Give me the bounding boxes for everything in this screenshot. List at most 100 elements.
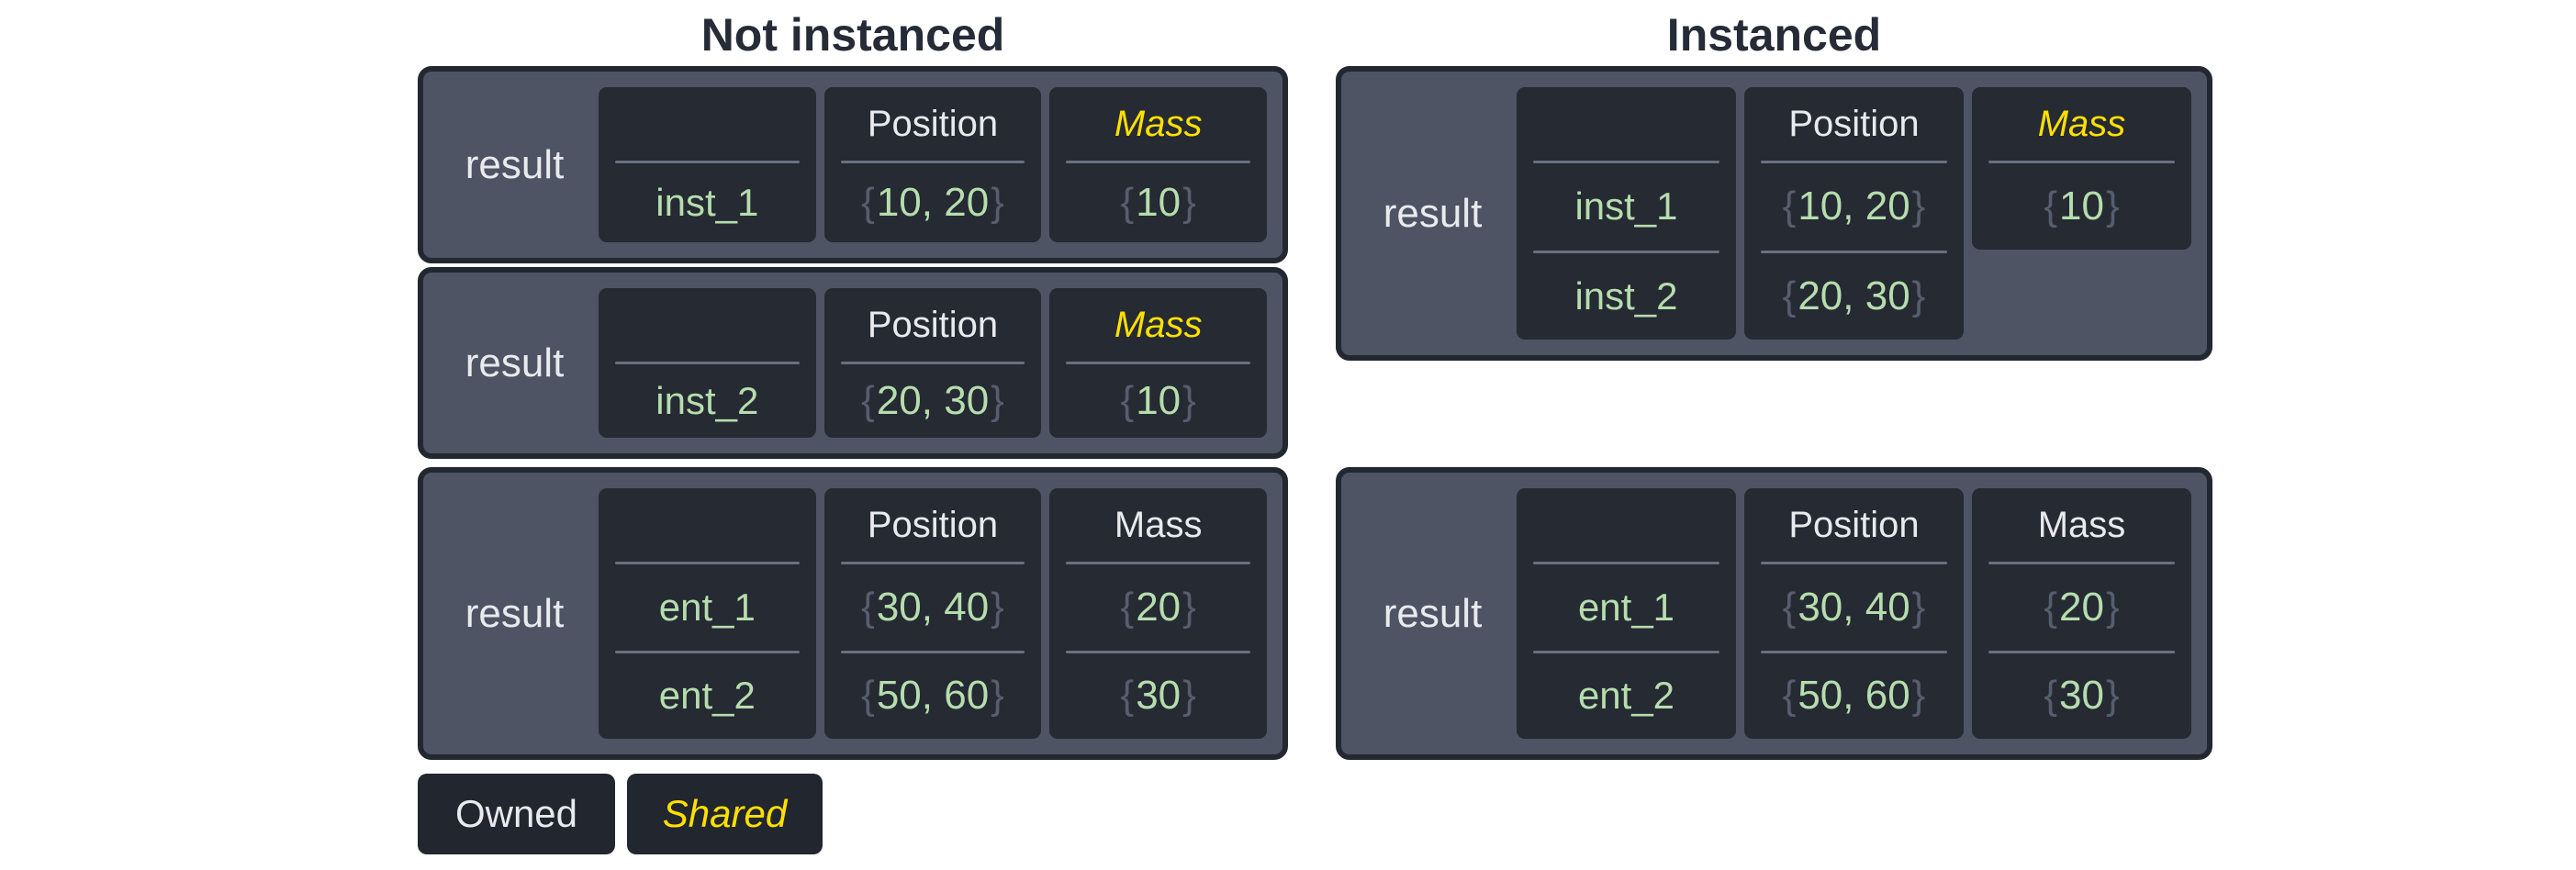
mass-column-header: Mass bbox=[1114, 103, 1203, 144]
value-numbers: 20, 30 bbox=[876, 378, 990, 423]
open-brace: { bbox=[861, 673, 875, 719]
result-label: result bbox=[1383, 590, 1483, 636]
position-value: {50, 60} bbox=[824, 653, 1042, 740]
table-not-instanced-inst2: result inst_2 Position {20, 30} Mass {10… bbox=[418, 267, 1288, 459]
value-numbers: 10, 20 bbox=[876, 180, 990, 225]
divider bbox=[1533, 650, 1719, 653]
entity-column-header bbox=[599, 87, 816, 161]
divider bbox=[1066, 562, 1251, 564]
close-brace: } bbox=[1911, 273, 1926, 318]
close-brace: } bbox=[991, 378, 1004, 423]
position-column: Position {30, 40} {50, 60} bbox=[1744, 488, 1964, 739]
title-instanced: Instanced bbox=[1666, 9, 1882, 61]
divider bbox=[1761, 562, 1947, 564]
position-value: {30, 40} bbox=[824, 564, 1042, 651]
value-numbers: 10 bbox=[1136, 180, 1182, 225]
entity-name: inst_2 bbox=[1574, 273, 1678, 318]
table-not-instanced-inst1: result inst_1 Position {10, 20} Mass {10… bbox=[418, 66, 1288, 263]
mass-column: Mass {20} {30} bbox=[1049, 488, 1268, 740]
entity-name: inst_1 bbox=[1574, 184, 1678, 229]
legend-shared: Shared bbox=[627, 774, 823, 854]
open-brace: { bbox=[2044, 584, 2058, 630]
mass-column: Mass {20} {30} bbox=[1972, 488, 2191, 739]
close-brace: } bbox=[2105, 673, 2120, 719]
legend: Owned Shared bbox=[418, 774, 823, 854]
mass-column-shared: Mass {10} bbox=[1972, 87, 2191, 250]
close-brace: } bbox=[1182, 673, 1196, 719]
close-brace: } bbox=[2105, 184, 2120, 229]
entity-column: ent_1 ent_2 bbox=[599, 488, 816, 739]
open-brace: { bbox=[1120, 378, 1135, 423]
value-numbers: 10 bbox=[1136, 378, 1182, 423]
position-column-header: Position bbox=[867, 103, 999, 144]
divider bbox=[840, 650, 1025, 653]
close-brace: } bbox=[991, 584, 1004, 630]
value-numbers: 10 bbox=[2059, 184, 2104, 229]
entity-name: inst_2 bbox=[655, 379, 759, 422]
legend-owned: Owned bbox=[418, 774, 615, 854]
mass-column-header: Mass bbox=[1114, 304, 1203, 345]
value-numbers: 20 bbox=[2059, 584, 2104, 630]
position-value: {10, 20} bbox=[824, 163, 1042, 242]
divider bbox=[1066, 650, 1251, 653]
mass-value: {20} bbox=[1049, 564, 1267, 651]
open-brace: { bbox=[2044, 184, 2058, 229]
close-brace: } bbox=[1182, 378, 1196, 423]
value-numbers: 10, 20 bbox=[1798, 184, 1910, 229]
open-brace: { bbox=[861, 180, 875, 225]
open-brace: { bbox=[1782, 673, 1797, 719]
entity-column: inst_1 inst_2 bbox=[1517, 87, 1736, 340]
position-value: {30, 40} bbox=[1744, 564, 1964, 651]
divider bbox=[1066, 161, 1251, 163]
divider bbox=[1533, 250, 1719, 253]
position-column: Position {10, 20} bbox=[823, 87, 1042, 242]
open-brace: { bbox=[861, 378, 875, 423]
position-column-header: Position bbox=[867, 504, 999, 545]
position-value: {20, 30} bbox=[824, 364, 1042, 438]
mass-value: {10} bbox=[1972, 163, 2191, 250]
table-instanced-entities: result ent_1 ent_2 Position {30, 40} {50… bbox=[1336, 467, 2212, 760]
divider bbox=[1066, 362, 1251, 364]
entity-name: ent_1 bbox=[658, 585, 756, 629]
divider bbox=[1988, 161, 2175, 163]
result-label: result bbox=[465, 141, 565, 187]
divider bbox=[840, 362, 1025, 364]
position-column: Position {30, 40} {50, 60} bbox=[823, 488, 1042, 740]
open-brace: { bbox=[1120, 673, 1135, 719]
position-value: {50, 60} bbox=[1744, 653, 1964, 740]
value-numbers: 30, 40 bbox=[876, 584, 990, 630]
entity-name: ent_2 bbox=[1577, 674, 1675, 718]
position-value: {10, 20} bbox=[1744, 163, 1964, 251]
close-brace: } bbox=[2105, 584, 2120, 630]
result-label: result bbox=[465, 590, 565, 636]
position-column: Position {20, 30} bbox=[823, 288, 1042, 438]
divider bbox=[1761, 650, 1947, 653]
entity-column: inst_2 bbox=[599, 288, 816, 438]
divider bbox=[1761, 161, 1947, 163]
table-instanced-insts: result inst_1 inst_2 Position {10, 20} {… bbox=[1336, 66, 2212, 361]
close-brace: } bbox=[1911, 184, 1926, 229]
divider bbox=[615, 562, 800, 564]
open-brace: { bbox=[1120, 584, 1135, 630]
position-value: {20, 30} bbox=[1744, 253, 1964, 340]
position-column: Position {10, 20} {20, 30} bbox=[1744, 87, 1964, 340]
value-numbers: 30, 40 bbox=[1798, 584, 1910, 630]
value-numbers: 20, 30 bbox=[1798, 273, 1910, 318]
result-label: result bbox=[465, 340, 565, 385]
position-column-header: Position bbox=[1788, 103, 1920, 144]
mass-value: {10} bbox=[1049, 364, 1267, 438]
position-column-header: Position bbox=[867, 304, 999, 345]
mass-value: {30} bbox=[1049, 653, 1267, 740]
result-label: result bbox=[1383, 190, 1483, 236]
entity-column-header bbox=[599, 288, 816, 362]
open-brace: { bbox=[2044, 673, 2058, 719]
close-brace: } bbox=[1182, 180, 1196, 225]
mass-value: {30} bbox=[1972, 653, 2191, 740]
close-brace: } bbox=[1911, 673, 1926, 719]
divider bbox=[615, 161, 800, 163]
divider bbox=[615, 650, 800, 653]
mass-column: Mass {10} bbox=[1049, 288, 1268, 438]
mass-column: Mass {10} bbox=[1049, 87, 1268, 242]
divider bbox=[1761, 250, 1947, 253]
